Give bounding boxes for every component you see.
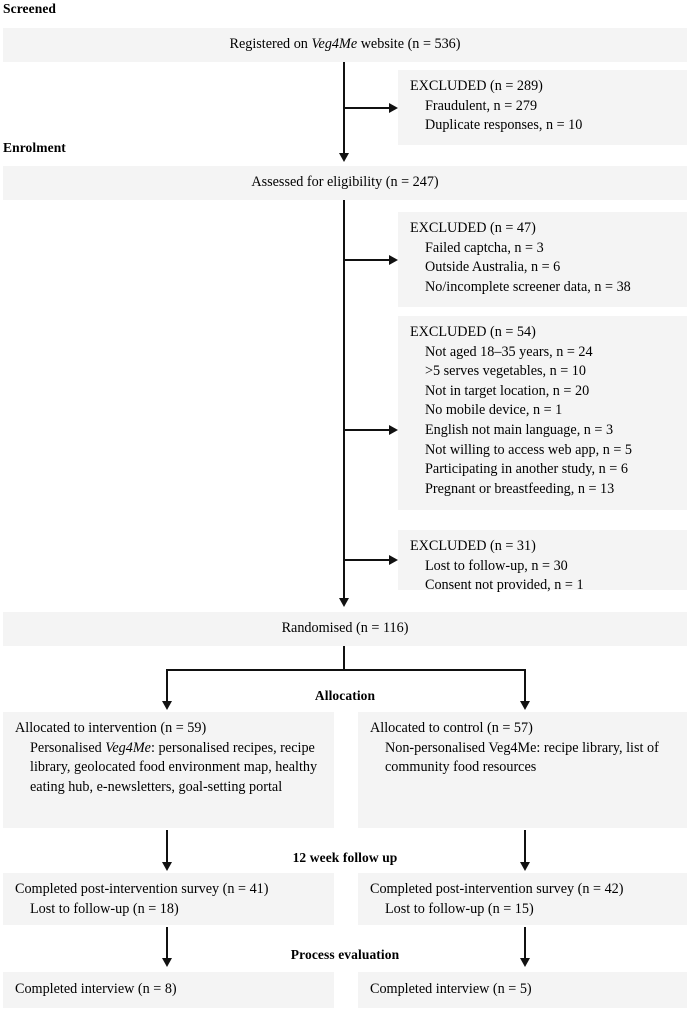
connector-intervention-to-postsurvey: [166, 830, 168, 863]
box-interview-control: Completed interview (n = 5): [358, 972, 687, 1008]
box-allocated-control: Allocated to control (n = 57) Non-person…: [358, 712, 687, 828]
connector-to-excluded-3: [343, 429, 390, 431]
arrowhead-postsurvey-to-interview-left: [161, 958, 172, 967]
excluded-4-item: Consent not provided, n = 1: [425, 577, 584, 594]
excluded-4-title: EXCLUDED (n = 31): [410, 538, 536, 554]
excluded-3-item: Not willing to access web app, n = 5: [425, 441, 632, 458]
post-survey-control-item: Lost to follow-up (n = 15): [385, 900, 534, 917]
excluded-3-title: EXCLUDED (n = 54): [410, 324, 536, 340]
stage-label-enrolment: Enrolment: [3, 140, 66, 155]
brand-name-veg4me: Veg4Me: [105, 739, 151, 756]
box-excluded-2: EXCLUDED (n = 47) Failed captcha, n = 3 …: [398, 212, 687, 307]
excluded-3-item: English not main language, n = 3: [425, 421, 614, 438]
detail-before: Personalised: [30, 739, 106, 756]
excluded-2-item: Failed captcha, n = 3: [425, 239, 544, 256]
excluded-1-item: Fraudulent, n = 279: [425, 97, 538, 114]
box-randomised: Randomised (n = 116): [3, 612, 687, 646]
excluded-3-item: No mobile device, n = 1: [425, 402, 563, 419]
assessed-eligibility-text: Assessed for eligibility (n = 247): [251, 174, 439, 190]
interview-control-text: Completed interview (n = 5): [370, 981, 532, 997]
box-post-survey-control: Completed post-intervention survey (n = …: [358, 873, 687, 925]
excluded-3-item: Not in target location, n = 20: [425, 382, 590, 399]
box-excluded-4: EXCLUDED (n = 31) Lost to follow-up, n =…: [398, 530, 687, 593]
excluded-1-item: Duplicate responses, n = 10: [425, 117, 583, 134]
excluded-3-item: Not aged 18–35 years, n = 24: [425, 343, 593, 360]
box-excluded-3: EXCLUDED (n = 54) Not aged 18–35 years, …: [398, 316, 687, 510]
post-survey-intervention-item: Lost to follow-up (n = 18): [30, 900, 179, 917]
box-post-survey-intervention: Completed post-intervention survey (n = …: [3, 873, 334, 925]
box-allocated-intervention: Allocated to intervention (n = 59) Perso…: [3, 712, 334, 828]
stage-label-screened: Screened: [3, 1, 57, 16]
allocated-intervention-detail: Personalised Veg4Me: personalised recipe…: [15, 739, 324, 798]
connector-to-excluded-4: [343, 559, 390, 561]
arrowhead-assessed-to-randomised: [338, 598, 349, 607]
stage-label-follow-up: 12 week follow up: [292, 850, 398, 865]
arrowhead-to-excluded-2: [389, 254, 398, 265]
stage-label-process-evaluation: Process evaluation: [290, 947, 400, 962]
excluded-2-title: EXCLUDED (n = 47): [410, 220, 536, 236]
box-registered: Registered on Veg4Me website (n = 536): [3, 28, 687, 62]
registered-text-before: Registered on: [229, 36, 312, 52]
connector-control-to-postsurvey: [524, 830, 526, 863]
connector-assessed-to-randomised: [343, 200, 345, 599]
interview-intervention-text: Completed interview (n = 8): [15, 981, 177, 997]
connector-allocation-bar: [166, 669, 526, 671]
allocated-control-detail: Non-personalised Veg4Me: recipe library,…: [385, 739, 659, 776]
box-assessed-eligibility: Assessed for eligibility (n = 247): [3, 166, 687, 200]
excluded-2-item: Outside Australia, n = 6: [425, 259, 561, 276]
post-survey-control-title: Completed post-intervention survey (n = …: [370, 881, 624, 897]
brand-name-veg4me: Veg4Me: [311, 36, 358, 52]
arrowhead-control-to-postsurvey: [519, 862, 530, 871]
arrowhead-to-excluded-3: [389, 424, 398, 435]
arrowhead-intervention-to-postsurvey: [161, 862, 172, 871]
connector-postsurvey-to-interview-right: [524, 927, 526, 959]
connector-allocation-left-arm: [166, 669, 168, 702]
arrowhead-to-excluded-4: [389, 554, 398, 565]
arrowhead-allocation-right: [519, 701, 530, 710]
excluded-3-item: Pregnant or breastfeeding, n = 13: [425, 480, 615, 497]
excluded-3-item: >5 serves vegetables, n = 10: [425, 363, 586, 380]
arrowhead-to-excluded-1: [389, 102, 398, 113]
excluded-1-title: EXCLUDED (n = 289): [410, 78, 543, 94]
connector-to-excluded-2: [343, 259, 390, 261]
box-excluded-1: EXCLUDED (n = 289) Fraudulent, n = 279 D…: [398, 70, 687, 145]
allocated-control-title: Allocated to control (n = 57): [370, 720, 533, 736]
allocated-intervention-title: Allocated to intervention (n = 59): [15, 720, 207, 736]
detail-after: : personalised recipes, recipe library, …: [30, 739, 318, 795]
excluded-3-item: Participating in another study, n = 6: [425, 461, 628, 478]
stage-label-allocation: Allocation: [314, 688, 376, 703]
arrowhead-allocation-left: [161, 701, 172, 710]
arrowhead-registered-to-assessed: [338, 153, 349, 162]
box-registered-text: Registered on Veg4Me website (n = 536): [3, 35, 687, 55]
randomised-text: Randomised (n = 116): [281, 620, 409, 636]
registered-text-after: website (n = 536): [357, 36, 461, 52]
arrowhead-postsurvey-to-interview-right: [519, 958, 530, 967]
box-interview-intervention: Completed interview (n = 8): [3, 972, 334, 1008]
connector-to-excluded-1: [343, 107, 390, 109]
connector-randomised-stem: [343, 646, 345, 671]
post-survey-intervention-title: Completed post-intervention survey (n = …: [15, 881, 269, 897]
connector-allocation-right-arm: [524, 669, 526, 702]
excluded-2-item: No/incomplete screener data, n = 38: [425, 278, 631, 295]
excluded-4-item: Lost to follow-up, n = 30: [425, 557, 568, 574]
connector-postsurvey-to-interview-left: [166, 927, 168, 959]
